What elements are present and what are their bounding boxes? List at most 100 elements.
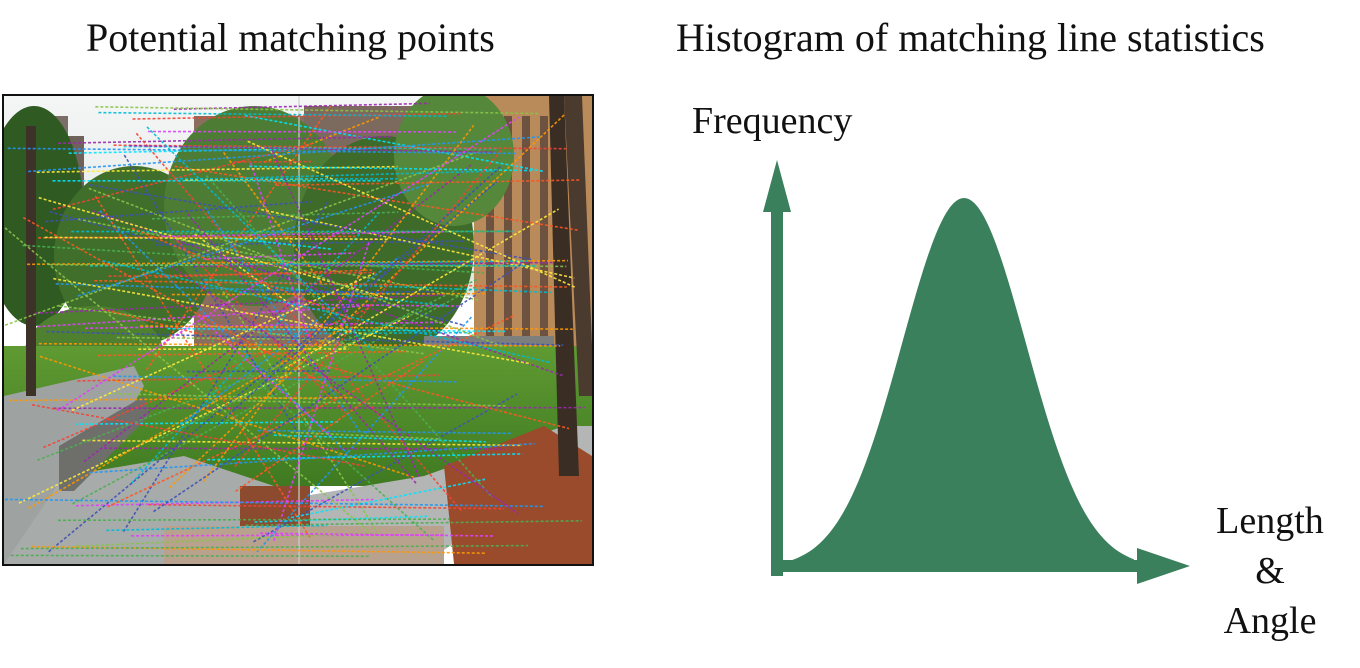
x-axis-label-line-1: Length — [1216, 500, 1324, 542]
match-line — [36, 303, 438, 462]
match-line — [107, 314, 516, 508]
x-axis-label-line-2: & — [1255, 550, 1285, 592]
match-line — [31, 404, 365, 467]
match-line — [18, 315, 410, 504]
match-line — [131, 534, 446, 537]
bell-curve — [780, 198, 1135, 568]
match-line — [276, 179, 581, 187]
match-line — [77, 182, 432, 297]
match-line — [49, 211, 464, 327]
match-line — [151, 211, 399, 220]
match-line — [155, 240, 467, 246]
match-line — [135, 132, 463, 512]
y-axis-label: Frequency — [692, 100, 853, 142]
match-line — [113, 375, 458, 383]
match-line — [53, 277, 532, 365]
histogram-chart — [763, 160, 1190, 584]
match-line — [88, 187, 506, 349]
match-line — [244, 114, 545, 173]
match-line — [77, 218, 480, 301]
match-line — [271, 150, 420, 477]
match-line — [82, 439, 523, 447]
match-line — [217, 165, 502, 426]
match-line — [129, 144, 496, 153]
match-line — [39, 355, 416, 479]
match-line — [199, 317, 332, 437]
match-line — [204, 206, 363, 435]
match-line — [44, 236, 389, 241]
match-line — [113, 144, 567, 150]
match-line — [131, 227, 355, 321]
match-line — [240, 170, 495, 179]
match-line — [174, 165, 580, 232]
match-line — [75, 421, 339, 425]
match-line — [148, 503, 505, 510]
x-axis-label-line-3: Angle — [1223, 600, 1317, 642]
match-line — [286, 303, 463, 307]
match-line — [104, 447, 505, 450]
match-line — [187, 213, 418, 485]
match-line — [57, 135, 391, 145]
match-line — [72, 286, 477, 505]
match-line — [200, 329, 436, 542]
right-panel-title: Histogram of matching line statistics — [676, 15, 1265, 60]
match-line — [180, 256, 400, 426]
match-line — [89, 442, 535, 474]
match-line — [53, 406, 585, 410]
x-axis — [771, 560, 1141, 572]
match-line — [223, 236, 332, 250]
match-line — [57, 116, 520, 412]
match-line — [249, 165, 535, 172]
match-line — [45, 200, 312, 223]
match-line — [134, 230, 511, 235]
y-axis-arrowhead — [763, 160, 791, 212]
match-line — [140, 325, 573, 330]
x-axis-label: Length & Angle — [1200, 496, 1340, 646]
match-line — [28, 323, 351, 510]
match-line — [94, 195, 311, 539]
match-line — [260, 532, 494, 537]
match-line — [4, 227, 370, 532]
match-line — [287, 263, 537, 267]
match-line — [256, 316, 472, 553]
match-line — [257, 429, 511, 435]
match-line — [153, 263, 523, 513]
match-line — [273, 434, 486, 443]
match-line — [89, 260, 530, 267]
match-line — [68, 145, 416, 154]
matching-points-photo — [2, 94, 594, 566]
match-line — [108, 271, 376, 277]
match-lines — [4, 102, 585, 558]
match-line — [186, 370, 331, 373]
match-line — [98, 111, 448, 117]
match-line — [232, 399, 508, 407]
match-line — [146, 126, 374, 352]
match-line — [170, 264, 519, 515]
match-line — [245, 520, 582, 527]
match-line — [36, 165, 398, 173]
left-panel-title: Potential matching points — [86, 15, 495, 60]
match-line — [205, 174, 493, 498]
match-line — [102, 260, 550, 364]
match-line — [48, 181, 498, 553]
y-axis — [771, 208, 783, 576]
match-line — [71, 272, 375, 412]
match-line — [154, 269, 373, 278]
match-line — [106, 524, 328, 532]
match-line — [97, 350, 406, 357]
match-line — [22, 216, 340, 394]
match-line — [9, 396, 357, 402]
match-line — [234, 149, 503, 468]
match-line — [99, 210, 349, 455]
match-line — [28, 136, 540, 173]
match-line — [75, 532, 373, 548]
match-line — [58, 305, 424, 355]
match-line — [207, 453, 523, 461]
match-line — [57, 518, 450, 522]
match-line — [217, 282, 381, 537]
match-line — [168, 114, 565, 489]
match-line — [290, 478, 486, 519]
match-line — [203, 252, 355, 260]
match-line — [222, 152, 324, 286]
match-line — [254, 515, 430, 523]
